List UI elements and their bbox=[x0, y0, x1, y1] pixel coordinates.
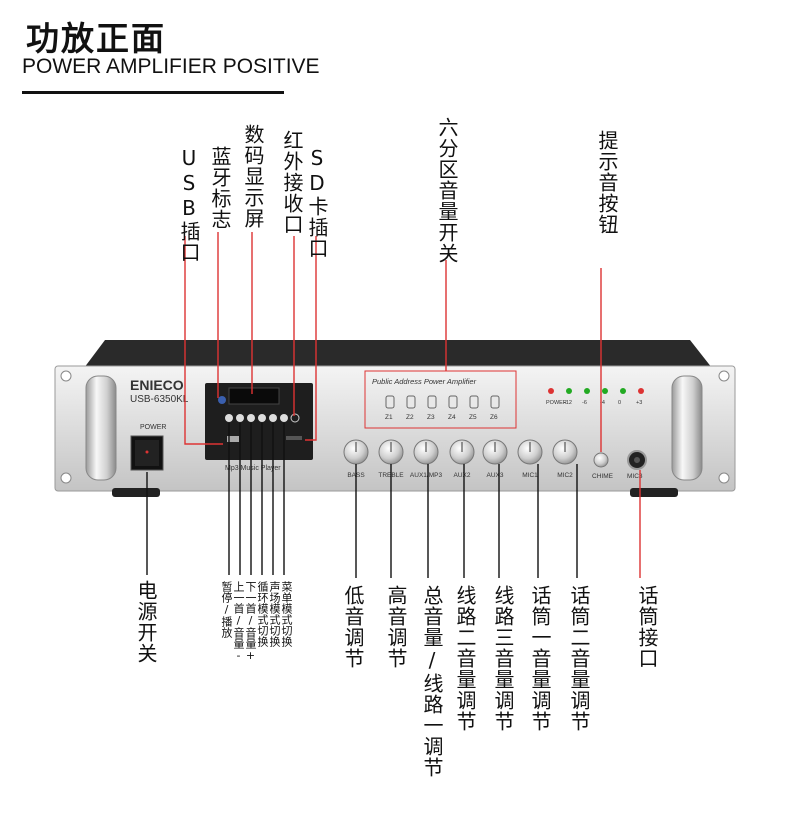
rack-hole-icon bbox=[718, 370, 730, 382]
rack-hole-icon bbox=[60, 370, 72, 382]
level-label: 0 bbox=[618, 400, 621, 406]
pause-play-button[interactable] bbox=[225, 414, 233, 422]
label-loop-mode: 循环模式切换 bbox=[256, 581, 269, 647]
level-label: +3 bbox=[636, 400, 642, 406]
label-chime-button: 提示音按钮 bbox=[595, 130, 619, 235]
level-label: POWER bbox=[546, 400, 567, 406]
zone-switch-z6[interactable] bbox=[490, 395, 500, 409]
label-power-switch: 电源开关 bbox=[134, 580, 158, 664]
level-led-icon bbox=[620, 388, 626, 394]
rack-hole-icon bbox=[718, 472, 730, 484]
leader-usb bbox=[184, 236, 223, 445]
left-foot bbox=[112, 488, 160, 497]
level-label: -6 bbox=[582, 400, 587, 406]
zone-label: Z2 bbox=[406, 414, 414, 421]
level-led-icon bbox=[566, 388, 572, 394]
power-label: POWER bbox=[140, 424, 166, 431]
zone-switch-z2[interactable] bbox=[406, 395, 416, 409]
bluetooth-icon bbox=[218, 396, 226, 404]
level-led-icon bbox=[602, 388, 608, 394]
zone-switch-z1[interactable] bbox=[385, 395, 395, 409]
zone-panel-frame bbox=[364, 370, 517, 429]
repeat-button[interactable] bbox=[258, 414, 266, 422]
zone-label: Z5 bbox=[469, 414, 477, 421]
zone-label: Z4 bbox=[448, 414, 456, 421]
label-menu-mode: 菜单模式切换 bbox=[280, 581, 293, 647]
knob-label: AUX3 bbox=[487, 472, 504, 479]
prev-button[interactable] bbox=[236, 414, 244, 422]
sd-card-slot[interactable] bbox=[286, 436, 302, 440]
next-button[interactable] bbox=[247, 414, 255, 422]
zone-switch-z4[interactable] bbox=[448, 395, 458, 409]
left-handle bbox=[85, 375, 117, 481]
label-mic2: 话筒二音量调节 bbox=[567, 585, 591, 732]
label-display: 数码显示屏 bbox=[241, 124, 265, 229]
label-line3: 线路三音量调节 bbox=[491, 585, 515, 732]
brand-label: ENIECO bbox=[130, 377, 184, 393]
rack-hole-icon bbox=[60, 472, 72, 484]
label-bluetooth: 蓝牙标志 bbox=[208, 146, 232, 230]
panel-title: Public Address Power Amplifier bbox=[372, 377, 477, 386]
right-handle bbox=[671, 375, 703, 481]
label-line2: 线路二音量调节 bbox=[453, 585, 477, 732]
label-master-line1: 总音量/线路一调节 bbox=[420, 585, 444, 778]
level-label: -12 bbox=[564, 400, 572, 406]
label-mic1: 话筒一音量调节 bbox=[528, 585, 552, 732]
label-treble: 高音调节 bbox=[384, 585, 408, 669]
label-bass: 低音调节 bbox=[341, 585, 365, 669]
level-label: -4 bbox=[600, 400, 605, 406]
digital-display bbox=[228, 387, 280, 405]
chassis-top bbox=[84, 340, 712, 368]
label-mic-jack: 话筒接口 bbox=[635, 585, 659, 669]
knob-label: AUX2 bbox=[454, 472, 471, 479]
zone-label: Z3 bbox=[427, 414, 435, 421]
zone-switch-z3[interactable] bbox=[427, 395, 437, 409]
leader-sd bbox=[305, 236, 317, 441]
level-led-icon bbox=[584, 388, 590, 394]
model-label: USB-6350KL bbox=[130, 394, 189, 405]
label-zone-switch: 六分区音量开关 bbox=[435, 117, 459, 264]
knob-label: MIC2 bbox=[557, 472, 573, 479]
power-indicator-icon bbox=[145, 450, 149, 454]
chime-label: CHIME bbox=[592, 473, 614, 480]
mp3-player-label: Mp3 Music Player bbox=[225, 465, 281, 472]
label-prev-volume: 上一首/音量- bbox=[232, 581, 245, 662]
usb-port[interactable] bbox=[227, 436, 239, 442]
level-led-icon bbox=[638, 388, 644, 394]
mic-jack-label: MIC3 bbox=[627, 473, 643, 480]
eq-button[interactable] bbox=[269, 414, 277, 422]
chime-button[interactable] bbox=[593, 452, 609, 468]
knob-label: MIC1 bbox=[522, 472, 538, 479]
label-usb-port: USB插口 bbox=[177, 146, 201, 263]
title-underline bbox=[22, 91, 284, 94]
page-title: 功放正面 bbox=[26, 19, 166, 58]
label-next-volume: 下一首/音量+ bbox=[244, 581, 257, 662]
zone-label: Z1 bbox=[385, 414, 393, 421]
infrared-receiver-icon bbox=[290, 413, 300, 423]
label-sound-mode: 声场模式切换 bbox=[268, 581, 281, 647]
label-pause-play: 暂停/播放 bbox=[220, 581, 233, 638]
page-subtitle: POWER AMPLIFIER POSITIVE bbox=[22, 55, 320, 78]
knob-label: AUX1/MP3 bbox=[410, 472, 443, 479]
label-infrared: 红外接收口 bbox=[280, 130, 304, 235]
zone-switch-z5[interactable] bbox=[469, 395, 479, 409]
level-led-icon bbox=[548, 388, 554, 394]
right-foot bbox=[630, 488, 678, 497]
mic-jack-hole-icon bbox=[634, 457, 640, 463]
zone-label: Z6 bbox=[490, 414, 498, 421]
label-sd-slot: SD卡插口 bbox=[305, 146, 329, 259]
mode-button[interactable] bbox=[280, 414, 288, 422]
